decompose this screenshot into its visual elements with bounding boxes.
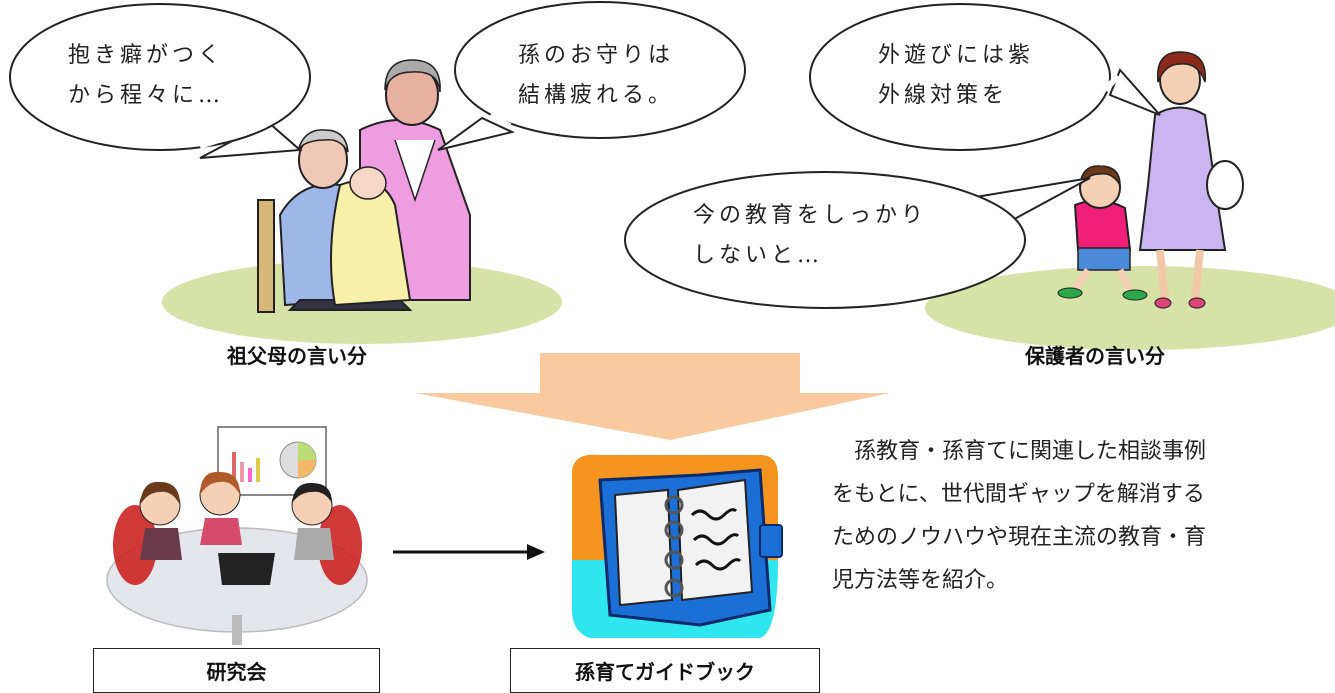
bubble-1-text: 抱き癖がつく から程々に… bbox=[68, 36, 224, 116]
bubble-2-text: 孫のお守りは 結構疲れる。 bbox=[518, 36, 674, 116]
grandparents-caption: 祖父母の言い分 bbox=[227, 344, 367, 368]
speech-bubble-1 bbox=[9, 3, 311, 159]
description-line-2: をもとに、世代間ギャップを解消する bbox=[832, 482, 1205, 507]
bubble-2-line-1: 孫のお守りは bbox=[518, 43, 675, 68]
bubble-1-line-2: から程々に… bbox=[68, 83, 225, 108]
bubble-3-line-1: 外遊びには紫 bbox=[878, 43, 1035, 68]
big-down-arrow bbox=[415, 353, 890, 440]
bubble-3-line-2: 外線対策を bbox=[878, 83, 1009, 108]
description-line-1: 孫教育・孫育てに関連した相談事例 bbox=[832, 439, 1207, 464]
guidebook-label: 孫育てガイドブック bbox=[510, 648, 820, 693]
speech-bubble-2 bbox=[437, 1, 746, 151]
meeting-illustration bbox=[106, 426, 368, 645]
description-line-3: ためのノウハウや現在主流の教育・育 bbox=[832, 525, 1207, 550]
bubble-3-text: 外遊びには紫 外線対策を bbox=[878, 36, 1034, 116]
grandparents-illustration bbox=[257, 59, 471, 313]
study-group-label: 研究会 bbox=[93, 648, 380, 693]
bubble-2-line-2: 結構疲れる。 bbox=[518, 83, 675, 108]
description-line-4: 児方法等を紹介。 bbox=[832, 568, 1009, 593]
guardians-caption: 保護者の言い分 bbox=[1025, 344, 1165, 368]
guidebook-description: 孫教育・孫育てに関連した相談事例 をもとに、世代間ギャップを解消する ためのノウ… bbox=[832, 430, 1332, 602]
mother-child-illustration bbox=[1057, 51, 1244, 309]
speech-bubble-4 bbox=[624, 171, 1091, 309]
bubble-4-line-2: しないと… bbox=[693, 243, 824, 268]
grass-right bbox=[925, 266, 1335, 350]
bubble-4-text: 今の教育をしっかり しないと… bbox=[693, 196, 927, 276]
bubble-4-line-1: 今の教育をしっかり bbox=[693, 203, 928, 228]
flow-arrow-head bbox=[527, 544, 545, 560]
bubble-1-line-1: 抱き癖がつく bbox=[68, 43, 225, 68]
guidebook-illustration bbox=[572, 454, 783, 638]
speech-bubble-3 bbox=[809, 3, 1161, 151]
